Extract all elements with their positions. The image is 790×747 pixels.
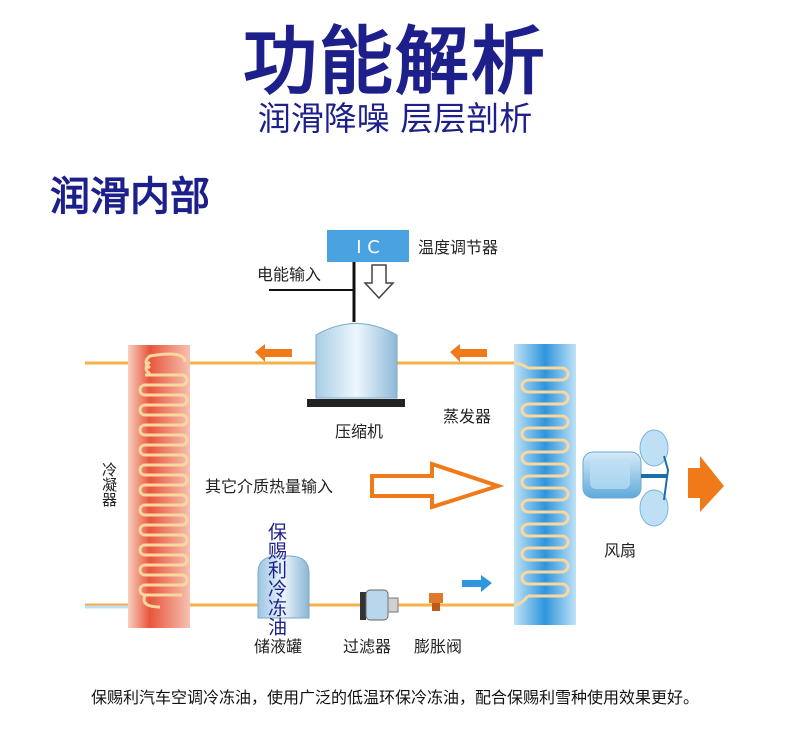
compressor-label: 压缩机 [335,422,383,441]
section-title: 润滑内部 [50,174,210,220]
ic-label: I C [356,237,380,258]
condenser-label: 冷凝器 [100,462,118,507]
receiver-label: 储液罐 [254,637,302,656]
evaporator [514,344,576,625]
flow-arrow-left-2 [450,344,487,362]
compressor [307,323,405,407]
filter [360,589,399,621]
power-input-label: 电能输入 [257,265,321,284]
page-title: 功能解析 [243,19,547,105]
fan-label: 风扇 [604,541,636,560]
thermostat-label: 温度调节器 [418,238,498,257]
down-arrow-icon [363,264,395,300]
flow-arrow-left-1 [255,344,292,362]
flow-arrow-right-blue [462,575,492,592]
fan [582,429,670,527]
expansion-valve [429,593,443,611]
condenser [128,345,190,628]
page-subtitle: 润滑降噪 层层剖析 [257,99,533,138]
footer-caption: 保赐利汽车空调冷冻油，使用广泛的低温环保冷冻油，配合保赐利雪种使用效果更好。 [90,688,699,707]
filter-label: 过滤器 [343,637,391,656]
evaporator-label: 蒸发器 [443,407,491,426]
ic-box [327,230,409,262]
airflow-arrow-icon [688,456,724,512]
heat-input-arrow-icon [370,461,505,510]
heat-input-label: 其它介质热量输入 [205,477,333,496]
receiver-tank [257,555,310,619]
valve-label: 膨胀阀 [414,637,462,656]
receiver-overlay-text: 保赐利冷冻油 [265,522,287,636]
